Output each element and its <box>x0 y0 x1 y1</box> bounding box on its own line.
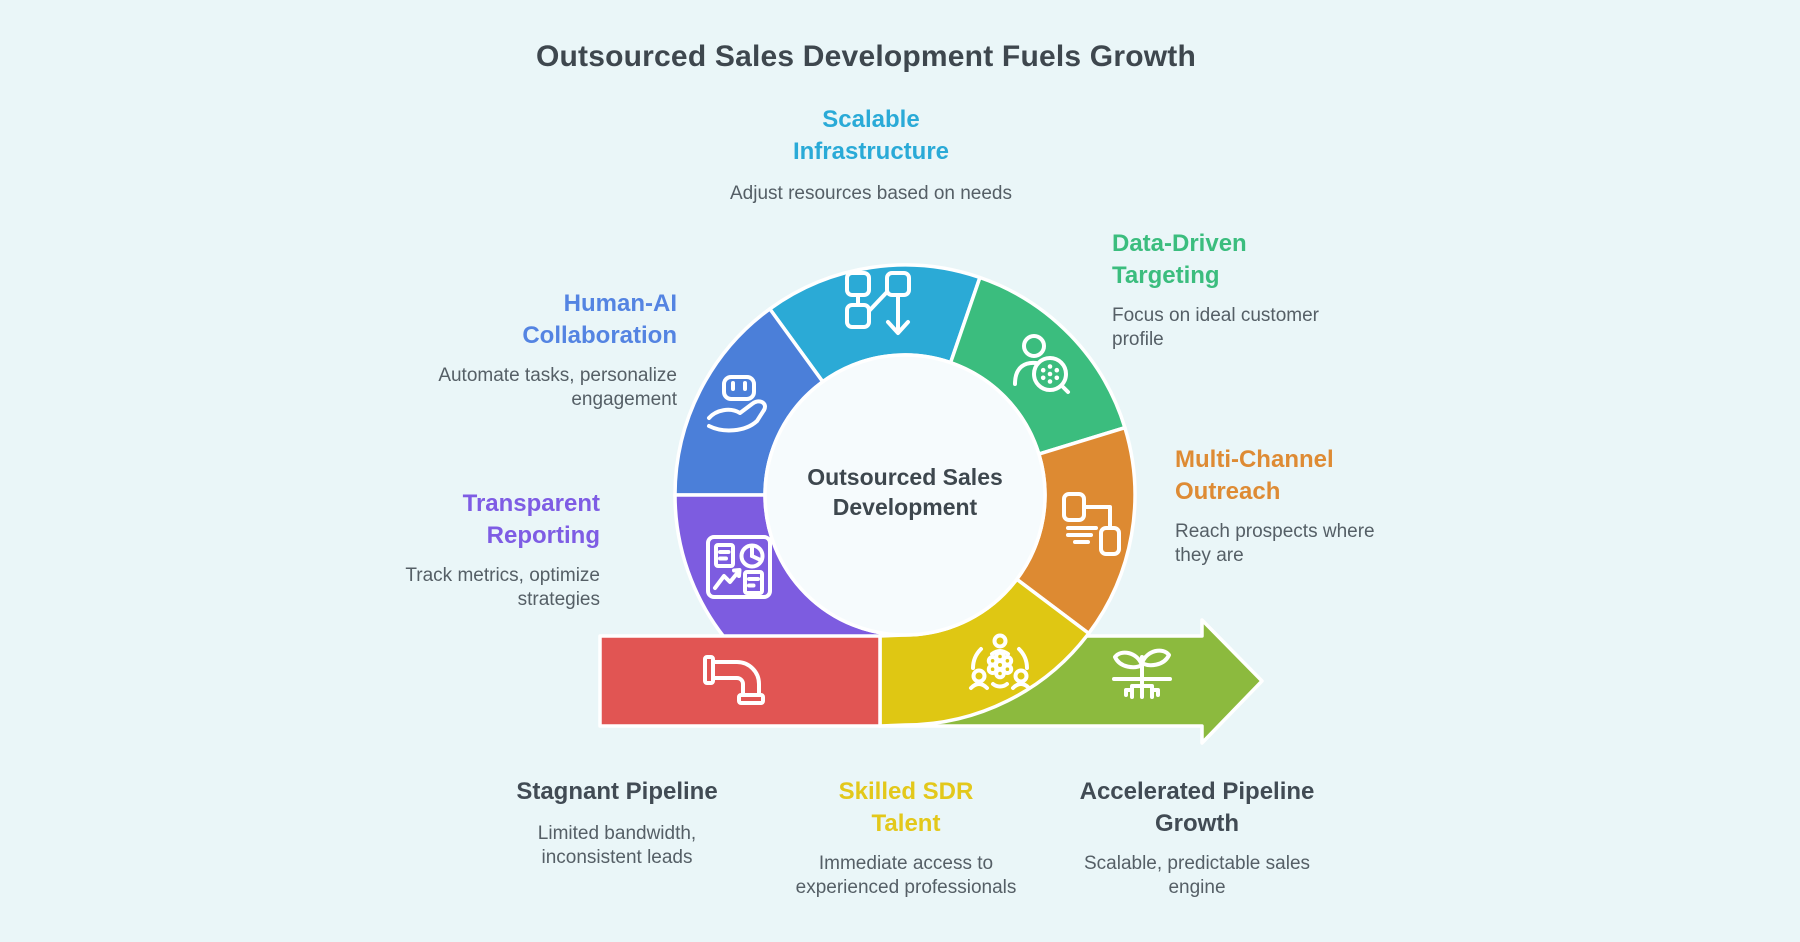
section-label: Data-Driven Targeting <box>1112 230 1247 289</box>
section-scalable-infrastructure: Scalable Infrastructure Adjust resources… <box>696 104 1046 206</box>
person-search-icon <box>1013 334 1070 394</box>
section-label: Multi-Channel Outreach <box>1175 446 1334 505</box>
report-icon <box>706 535 772 599</box>
sprout-icon <box>1112 648 1172 699</box>
robot-hand-icon <box>707 375 767 433</box>
section-description: Automate tasks, personalize engagement <box>438 365 677 410</box>
section-multi-channel-outreach: Multi-Channel Outreach Reach prospects w… <box>1175 444 1425 568</box>
section-label: Scalable Infrastructure <box>792 106 950 165</box>
section-label: Human-AI Collaboration <box>522 290 677 349</box>
section-label: Skilled SDR Talent <box>838 778 974 837</box>
team-gear-icon <box>969 633 1031 690</box>
section-label: Transparent Reporting <box>462 490 600 549</box>
inner-circle <box>763 353 1047 637</box>
section-accelerated-pipeline-growth: Accelerated Pipeline Growth Scalable, pr… <box>1047 776 1347 900</box>
section-description: Adjust resources based on needs <box>729 183 1012 204</box>
section-skilled-sdr-talent: Skilled SDR Talent Immediate access to e… <box>776 776 1036 900</box>
section-description: Reach prospects where they are <box>1175 521 1375 566</box>
pipe-icon <box>703 655 765 705</box>
section-label: Stagnant Pipeline <box>516 778 718 805</box>
section-data-driven-targeting: Data-Driven Targeting Focus on ideal cus… <box>1112 228 1382 352</box>
section-transparent-reporting: Transparent Reporting Track metrics, opt… <box>340 488 600 612</box>
section-description: Focus on ideal customer profile <box>1112 305 1319 350</box>
page-title: Outsourced Sales Development Fuels Growt… <box>535 40 1196 73</box>
section-label: Accelerated Pipeline Growth <box>1079 778 1315 837</box>
section-human-ai-collaboration: Human-AI Collaboration Automate tasks, p… <box>397 288 677 412</box>
section-description: Limited bandwidth, inconsistent leads <box>537 823 697 868</box>
section-description: Track metrics, optimize strategies <box>405 565 600 610</box>
section-description: Immediate access to experienced professi… <box>795 853 1017 898</box>
center-label: Outsourced Sales Development <box>807 464 1003 520</box>
section-description: Scalable, predictable sales engine <box>1083 853 1311 898</box>
flowchart-icon <box>845 271 911 335</box>
devices-icon <box>1062 492 1121 556</box>
section-stagnant-pipeline: Stagnant Pipeline Limited bandwidth, inc… <box>467 776 767 870</box>
